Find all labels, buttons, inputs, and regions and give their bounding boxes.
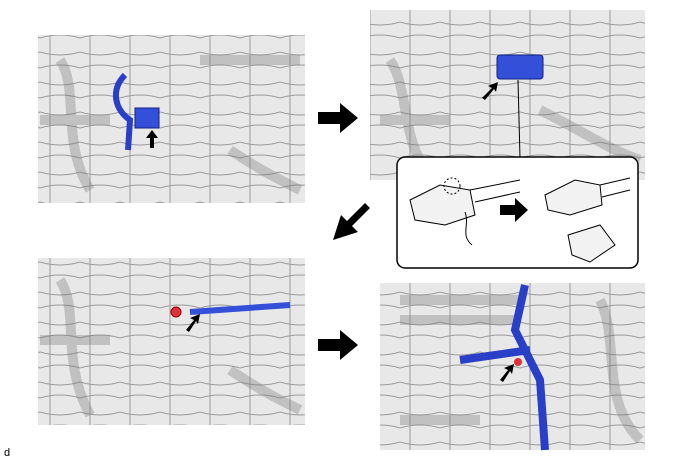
- wire-harness: [113, 72, 134, 151]
- step-arrow-down-left-icon: [333, 203, 370, 240]
- connector: [496, 54, 544, 80]
- step-arrow-right-icon: [318, 330, 358, 360]
- connector: [134, 107, 160, 129]
- connector-released: [544, 179, 603, 216]
- lock-highlight-circle: [443, 177, 461, 195]
- figure-id-label: d: [4, 447, 11, 459]
- pointer-arrow-icon: [146, 130, 158, 148]
- step-4-illustration: [380, 283, 645, 451]
- clamp-marker: [170, 306, 182, 318]
- wire-harness: [189, 302, 291, 315]
- step-1-illustration: [38, 35, 305, 203]
- pointer-arrow-icon: [482, 82, 498, 100]
- release-direction-arrow-icon: [464, 211, 473, 246]
- next-arrow-icon: [500, 198, 528, 222]
- wire-harness: [459, 284, 549, 451]
- step-2-illustration: [370, 10, 645, 180]
- connector-cover: [567, 224, 616, 263]
- pointer-arrow-icon: [500, 364, 514, 382]
- step-arrow-right-icon: [318, 103, 358, 133]
- step-3-illustration: [38, 258, 305, 425]
- pointer-arrow-icon: [186, 314, 200, 332]
- connector-detail-inset: [396, 156, 639, 269]
- clamp-marker: [514, 358, 522, 366]
- connector-locked: [409, 184, 476, 226]
